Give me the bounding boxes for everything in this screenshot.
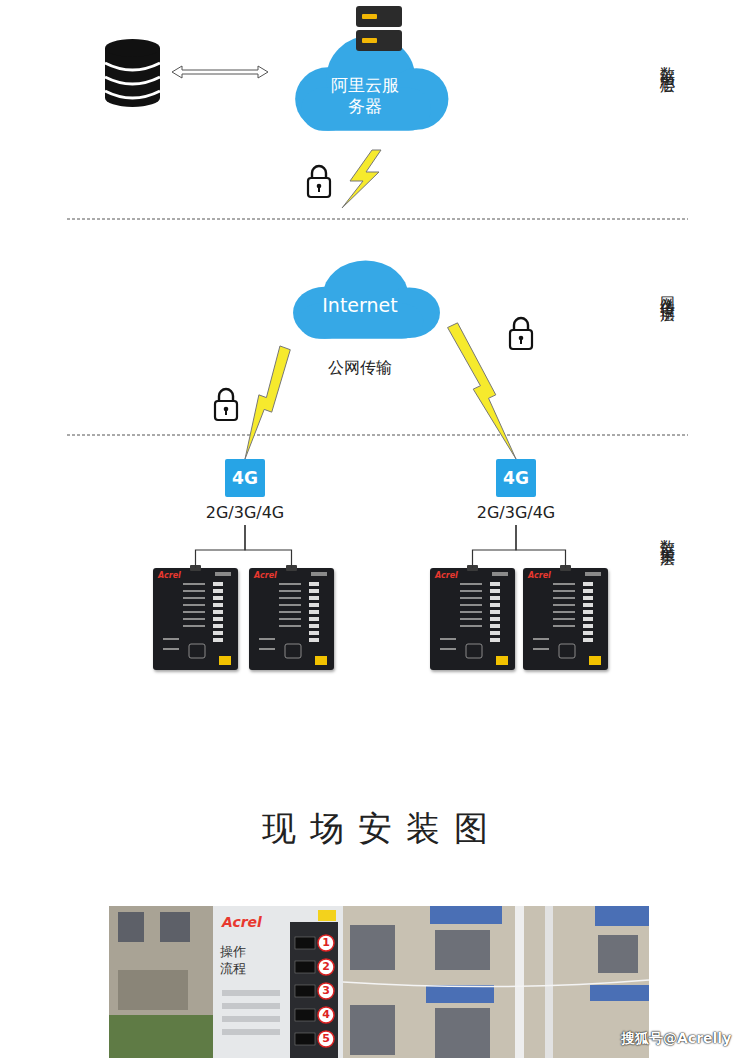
database-stripe — [105, 63, 160, 70]
photo-window — [598, 935, 638, 973]
lock-body — [215, 401, 237, 420]
brand-logo: Acrel — [254, 571, 277, 580]
lock-keyhole — [520, 339, 522, 344]
photo-text-line — [222, 1016, 280, 1022]
lightning-link — [448, 323, 516, 459]
photo-awning — [595, 906, 649, 926]
bracket-wire — [516, 525, 566, 568]
bracket-wire — [196, 525, 246, 568]
database-bottom — [105, 89, 160, 107]
device-detail — [259, 565, 327, 665]
photo-button — [318, 1007, 334, 1023]
photo-display-row — [295, 1009, 315, 1021]
photo-awning — [430, 906, 502, 924]
photo-text-line — [222, 1029, 280, 1035]
cloud-label: Internet — [322, 294, 397, 316]
photo-button — [318, 959, 334, 975]
server-unit — [356, 30, 402, 51]
network-caption: 2G/3G/4G — [206, 503, 285, 522]
brand-logo: Acrel — [435, 571, 458, 580]
lock-keyhole — [318, 187, 320, 192]
device-detail — [163, 565, 231, 665]
server-light — [362, 38, 377, 43]
layer-divider — [67, 435, 688, 436]
lock-keyhole — [225, 410, 227, 415]
lock-icon — [510, 318, 532, 349]
section-heading: 现场安装图 — [0, 806, 750, 852]
cloud-caption: 公网传输 — [267, 358, 453, 379]
photo-display-row — [295, 937, 315, 949]
photo-device-display — [290, 922, 338, 1058]
collector-device: Acrel — [249, 568, 334, 670]
photo-display-row — [295, 1033, 315, 1045]
collector-device: Acrel — [153, 568, 238, 670]
collector-device: Acrel — [523, 568, 608, 670]
photo-tree — [109, 1015, 213, 1058]
photo-button — [318, 935, 334, 951]
device-detail — [533, 565, 601, 665]
double-arrow — [172, 66, 268, 78]
network-badge: 4G — [225, 459, 265, 497]
photo-window — [350, 1005, 395, 1055]
server-light — [362, 14, 377, 19]
internet-cloud: Internet公网传输 — [267, 256, 453, 348]
photo-window — [118, 912, 144, 942]
photo-window — [350, 925, 395, 970]
photo-text-line — [222, 990, 280, 996]
lightning-bolt — [342, 150, 381, 208]
lock-body — [308, 178, 330, 197]
4g-module: 4G 2G/3G/4G — [466, 459, 566, 525]
network-badge: 4G — [496, 459, 536, 497]
photo-window — [160, 912, 190, 942]
database-top — [105, 39, 160, 57]
bracket-wire — [473, 525, 517, 568]
photo-display-row — [295, 961, 315, 973]
photo-pipe — [545, 906, 553, 1058]
photo-building — [109, 906, 213, 1058]
brand-logo: Acrel — [158, 571, 181, 580]
lock-icon — [308, 166, 330, 197]
photo-wire — [343, 980, 649, 987]
layer-label: 数据采集层 — [658, 528, 677, 543]
photo-device-panel — [213, 906, 343, 1058]
site-photo — [109, 906, 649, 1058]
photo-window — [435, 930, 490, 970]
server-icon — [356, 6, 402, 51]
collector-device: Acrel — [430, 568, 515, 670]
cloud-shape — [293, 261, 440, 339]
photo-window — [435, 1008, 490, 1058]
lock-body — [510, 330, 532, 349]
lock-icon — [215, 389, 237, 420]
photo-button — [318, 983, 334, 999]
lightning-link — [245, 346, 290, 459]
database-stripe — [105, 77, 160, 84]
bracket-wire — [245, 525, 292, 568]
cloud-server: 阿里云服务器 — [268, 30, 462, 142]
cloud-label: 阿里云服务器 — [329, 75, 401, 118]
photo-display-row — [295, 985, 315, 997]
brand-logo: Acrel — [528, 571, 551, 580]
network-caption: 2G/3G/4G — [477, 503, 556, 522]
4g-module: 4G 2G/3G/4G — [195, 459, 295, 525]
photo-awning — [426, 985, 494, 1003]
photo-warning-sticker — [318, 910, 336, 921]
cloud-shape — [295, 36, 448, 131]
layer-divider — [67, 219, 688, 220]
photo-balcony — [118, 970, 188, 1010]
photo-text-line — [222, 1003, 280, 1009]
photo-pipe — [515, 906, 524, 1058]
database-stripe — [105, 91, 160, 98]
photo-button — [318, 1031, 334, 1047]
server-unit — [356, 6, 402, 27]
device-detail — [440, 565, 508, 665]
layer-label: 网络传输层 — [658, 284, 677, 299]
database-icon — [105, 39, 160, 107]
photo-background — [109, 906, 649, 1058]
layer-label: 数据中心层 — [658, 55, 677, 70]
photo-building — [343, 906, 649, 1058]
photo-awning — [590, 985, 649, 1001]
